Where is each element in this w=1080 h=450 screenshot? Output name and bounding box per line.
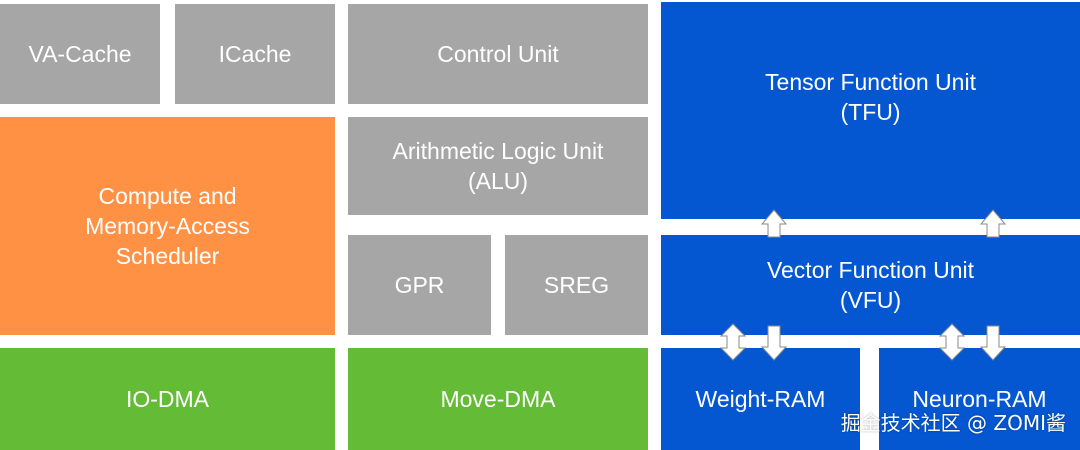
tfu-block: Tensor Function Unit (TFU): [661, 2, 1080, 219]
scheduler-label-line3: Scheduler: [115, 243, 220, 269]
scheduler-label-line2: Memory-Access: [85, 213, 250, 239]
scheduler-label-line1: Compute and: [98, 183, 237, 209]
weight-ram-label: Weight-RAM: [695, 386, 826, 412]
neuron-ram-label: Neuron-RAM: [912, 386, 1047, 412]
weight-ram-block: Weight-RAM: [661, 348, 860, 450]
alu-label-line2: (ALU): [467, 168, 529, 194]
control-unit-label: Control Unit: [437, 41, 559, 67]
tfu-label-line2: (TFU): [840, 98, 901, 125]
move-dma-block: Move-DMA: [348, 348, 648, 450]
scheduler-block: Compute and Memory-Access Scheduler: [0, 117, 335, 335]
sreg-block: SREG: [505, 235, 648, 335]
vfu-label-line1: Vector Function Unit: [766, 257, 975, 283]
alu-block: Arithmetic Logic Unit (ALU): [348, 117, 648, 215]
neuron-ram-block: Neuron-RAM: [879, 348, 1080, 450]
icache-label: ICache: [218, 41, 292, 67]
control-unit-block: Control Unit: [348, 4, 648, 104]
icache-block: ICache: [175, 4, 335, 104]
io-dma-block: IO-DMA: [0, 348, 335, 450]
vfu-block: Vector Function Unit (VFU): [661, 235, 1080, 335]
va-cache-block: VA-Cache: [0, 4, 160, 104]
gpr-label: GPR: [394, 272, 445, 298]
alu-label-line1: Arithmetic Logic Unit: [392, 138, 604, 164]
vfu-label-line2: (VFU): [839, 287, 902, 313]
tfu-label-line1: Tensor Function Unit: [765, 68, 976, 95]
sreg-label: SREG: [543, 272, 610, 298]
io-dma-label: IO-DMA: [125, 386, 210, 412]
gpr-block: GPR: [348, 235, 491, 335]
move-dma-label: Move-DMA: [440, 386, 556, 412]
watermark: 掘金技术社区 @ ZOMI酱: [840, 411, 1066, 435]
va-cache-label: VA-Cache: [28, 41, 132, 67]
